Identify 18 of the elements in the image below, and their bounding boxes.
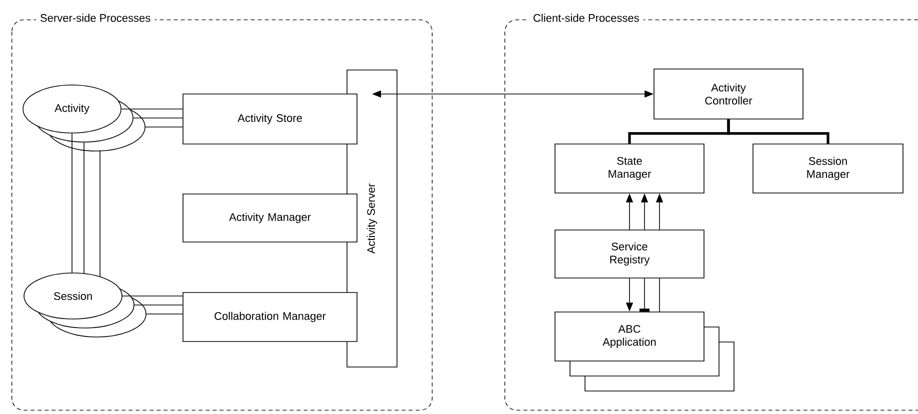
node-label: Client-side Processes — [534, 14, 639, 22]
process-box: Service Registry — [554, 230, 704, 278]
process-box: Collaboration Manager — [182, 292, 358, 342]
process-box: Activity Manager — [182, 194, 358, 242]
arrow — [640, 278, 650, 312]
connector-line — [121, 108, 184, 110]
process-box: Activity Controller — [654, 68, 804, 120]
ellipse-stack: Session — [24, 272, 146, 338]
process-box: Activity Store — [182, 94, 358, 144]
stacked-box: ABC Application — [554, 312, 734, 392]
process-box: State Manager — [554, 144, 704, 194]
ellipse-stack: Activity — [22, 84, 146, 152]
node-label: ABC — [618, 325, 640, 333]
connector-line — [134, 304, 184, 306]
process-box: Session Manager — [752, 144, 904, 194]
connector-line — [659, 278, 660, 312]
connector-line — [727, 119, 830, 144]
connector-line — [145, 126, 184, 128]
